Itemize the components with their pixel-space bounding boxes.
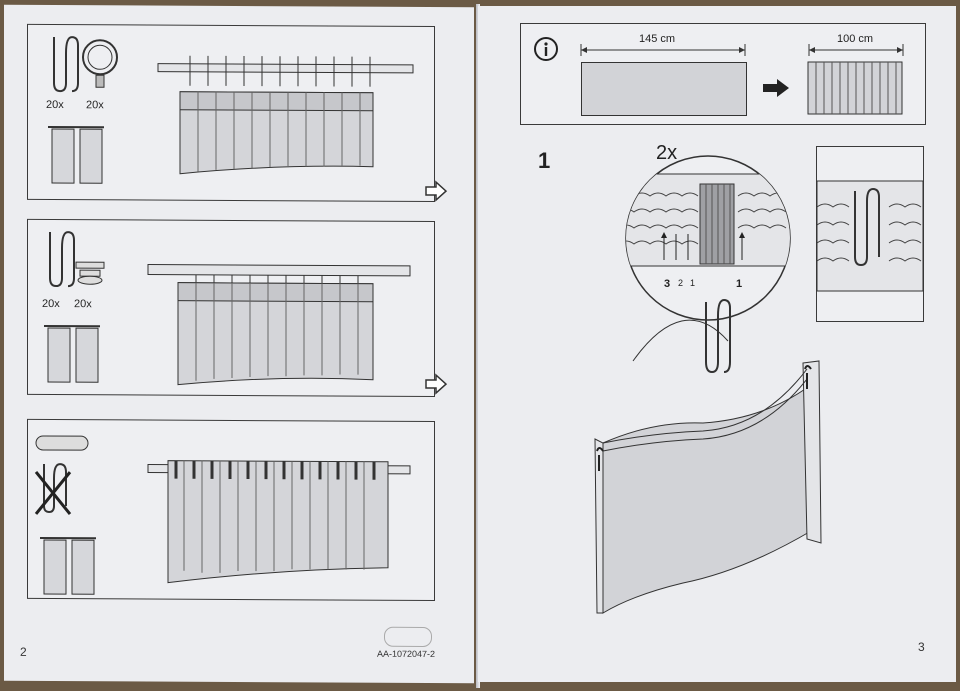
panel-gliders: 20x 20x xyxy=(27,218,435,398)
curtain-pair-icon xyxy=(40,536,96,595)
curtain-hook-insertion-illustration xyxy=(594,319,822,614)
article-code: AA-1072047-2 xyxy=(377,648,436,660)
ring-clip-icon xyxy=(82,39,118,88)
step-quantity: 2x xyxy=(656,142,678,164)
width-after-label: 100 cm xyxy=(837,33,874,45)
rings xyxy=(189,55,371,87)
info-icon xyxy=(534,37,558,61)
pleated-curtain xyxy=(807,61,903,115)
hook-detail-panel xyxy=(816,146,924,322)
arrow-right-icon xyxy=(763,79,789,97)
left-page: 20x 20x 20x xyxy=(4,4,474,684)
hook-quantity: 20x xyxy=(42,297,60,311)
crossed-hook-icon xyxy=(34,463,72,516)
pleat-position-1: 1 xyxy=(736,278,743,290)
width-before-label: 145 cm xyxy=(639,33,676,45)
pleat-position-3: 3 xyxy=(664,278,671,290)
hook-inserted-illustration xyxy=(816,180,924,292)
zoom-detail-circle xyxy=(625,155,791,321)
watermark-stamp xyxy=(384,626,432,648)
hook-quantity: 20x xyxy=(46,98,64,112)
curtain-pair-icon xyxy=(44,324,100,383)
curtain-pair-icon xyxy=(48,125,104,184)
glider-quantity: 20x xyxy=(74,298,92,311)
curtain-on-rod-illustration xyxy=(157,55,414,175)
panel-ring-clips: 20x 20x xyxy=(27,23,435,203)
pleat-hook-icon xyxy=(705,298,731,374)
hook-icon xyxy=(49,231,75,288)
flat-curtain xyxy=(581,62,747,116)
page-number: 2 xyxy=(20,644,27,659)
curtain-on-track-illustration xyxy=(147,264,411,386)
width-before-dimension xyxy=(580,44,746,56)
width-after-dimension xyxy=(808,44,904,56)
pleat-position-1-small: 1 xyxy=(690,278,696,288)
hook-icon xyxy=(53,36,79,93)
step-number: 1 xyxy=(538,148,551,173)
next-arrow-icon xyxy=(425,180,448,202)
info-panel: 145 cm 100 cm xyxy=(520,23,926,125)
glider-icon xyxy=(75,261,105,285)
next-arrow-icon xyxy=(425,373,448,395)
rod-icon xyxy=(35,435,89,451)
pleat-position-2: 2 xyxy=(678,278,684,288)
curtain-rod-pocket-illustration xyxy=(147,460,411,584)
page-number: 3 xyxy=(918,640,925,654)
panel-rod-pocket xyxy=(27,418,435,602)
right-page: 145 cm 100 cm 1 2x xyxy=(478,6,956,682)
ring-clip-quantity: 20x xyxy=(86,99,104,112)
